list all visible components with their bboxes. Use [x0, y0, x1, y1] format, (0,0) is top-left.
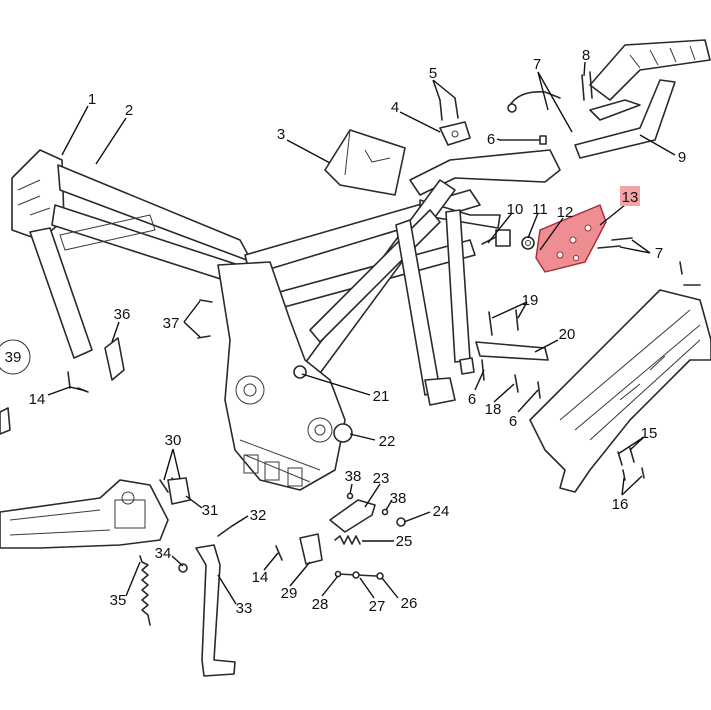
- highlighted-plate-13[interactable]: [535, 204, 607, 273]
- rear-rack[interactable]: [574, 39, 711, 159]
- bolt-24[interactable]: [396, 517, 406, 527]
- callout-13[interactable]: 13: [622, 189, 639, 206]
- callout-31[interactable]: 31: [202, 502, 219, 519]
- callout-1[interactable]: 1: [88, 91, 96, 108]
- callout-35[interactable]: 35: [110, 592, 127, 609]
- callout-38-left[interactable]: 38: [345, 468, 362, 485]
- lever-29[interactable]: [299, 533, 323, 565]
- bolts-16[interactable]: [622, 467, 645, 481]
- bolts-7-right[interactable]: [597, 237, 633, 249]
- callout-36[interactable]: 36: [114, 306, 131, 323]
- callout-29[interactable]: 29: [281, 585, 298, 602]
- callout-14-left[interactable]: 14: [29, 391, 46, 408]
- clip-26[interactable]: [376, 572, 384, 580]
- callout-21[interactable]: 21: [373, 388, 390, 405]
- callout-4[interactable]: 4: [391, 99, 399, 116]
- leader-lines: [47, 61, 676, 605]
- callout-3[interactable]: 3: [277, 126, 285, 143]
- swingarm[interactable]: [0, 479, 169, 549]
- under-tray[interactable]: [529, 289, 711, 493]
- callout-6-right[interactable]: 6: [509, 413, 517, 430]
- callout-28[interactable]: 28: [312, 596, 329, 613]
- grab-handle-7[interactable]: [507, 90, 561, 113]
- callout-25[interactable]: 25: [396, 533, 413, 550]
- edge-fragment-left: [0, 407, 11, 435]
- callout-18[interactable]: 18: [485, 401, 502, 418]
- callout-20[interactable]: 20: [559, 326, 576, 343]
- bolts-15[interactable]: [617, 447, 635, 466]
- callout-2[interactable]: 2: [125, 102, 133, 119]
- bracket-36[interactable]: [104, 337, 125, 381]
- spring-35[interactable]: [139, 555, 151, 626]
- bolt-32[interactable]: [217, 525, 233, 537]
- bracket-4[interactable]: [439, 121, 471, 146]
- callout-7-top[interactable]: 7: [533, 56, 541, 73]
- callout-13-highlight: [620, 186, 640, 206]
- callout-27[interactable]: 27: [369, 598, 386, 615]
- callout-12[interactable]: 12: [557, 204, 574, 221]
- reference-39: [0, 339, 31, 375]
- callout-24[interactable]: 24: [433, 503, 450, 520]
- bracket-20[interactable]: [475, 309, 549, 361]
- callout-19[interactable]: 19: [522, 292, 539, 309]
- callout-16[interactable]: 16: [612, 496, 629, 513]
- edge-bolts[interactable]: [679, 261, 701, 286]
- callout-39[interactable]: 39: [5, 349, 22, 366]
- battery-box[interactable]: [324, 129, 406, 196]
- bolts-37[interactable]: [197, 299, 213, 339]
- spring-25[interactable]: [334, 535, 361, 545]
- bolt-34[interactable]: [178, 563, 188, 573]
- side-stand-33[interactable]: [195, 544, 236, 677]
- bolt-14-bottom[interactable]: [275, 545, 283, 561]
- bolts-8[interactable]: [581, 71, 593, 101]
- callout-15[interactable]: 15: [641, 425, 658, 442]
- pin-28[interactable]: [334, 570, 342, 578]
- callout-11[interactable]: 11: [532, 201, 548, 218]
- bolt-6-top[interactable]: [499, 135, 547, 145]
- bolts-5[interactable]: [439, 97, 459, 121]
- pin-38-b[interactable]: [381, 508, 389, 516]
- callout-9[interactable]: 9: [678, 149, 686, 166]
- pivot-bolt-21[interactable]: [293, 365, 307, 379]
- main-frame[interactable]: [11, 149, 561, 491]
- callout-5[interactable]: 5: [429, 65, 437, 82]
- callout-6-top[interactable]: 6: [487, 131, 495, 148]
- callout-14-bottom[interactable]: 14: [252, 569, 269, 586]
- callout-6-mid[interactable]: 6: [468, 391, 476, 408]
- callout-33[interactable]: 33: [236, 600, 253, 617]
- cap-22[interactable]: [333, 423, 353, 443]
- callout-37[interactable]: 37: [163, 315, 180, 332]
- callout-30[interactable]: 30: [165, 432, 182, 449]
- pin-38-a[interactable]: [346, 492, 354, 500]
- collar-11[interactable]: [521, 236, 535, 250]
- bolts-6-18[interactable]: [481, 359, 541, 399]
- callout-38-right[interactable]: 38: [390, 490, 407, 507]
- callout-34[interactable]: 34: [155, 545, 172, 562]
- callout-26[interactable]: 26: [401, 595, 418, 612]
- callout-10[interactable]: 10: [507, 201, 524, 218]
- pedal-23[interactable]: [329, 499, 376, 533]
- callout-22[interactable]: 22: [379, 433, 396, 450]
- bracket-31[interactable]: [167, 477, 191, 505]
- callout-32[interactable]: 32: [250, 507, 267, 524]
- rod-27[interactable]: [337, 571, 377, 579]
- callout-23[interactable]: 23: [373, 470, 390, 487]
- callout-7-right[interactable]: 7: [655, 245, 663, 262]
- callout-8[interactable]: 8: [582, 47, 590, 64]
